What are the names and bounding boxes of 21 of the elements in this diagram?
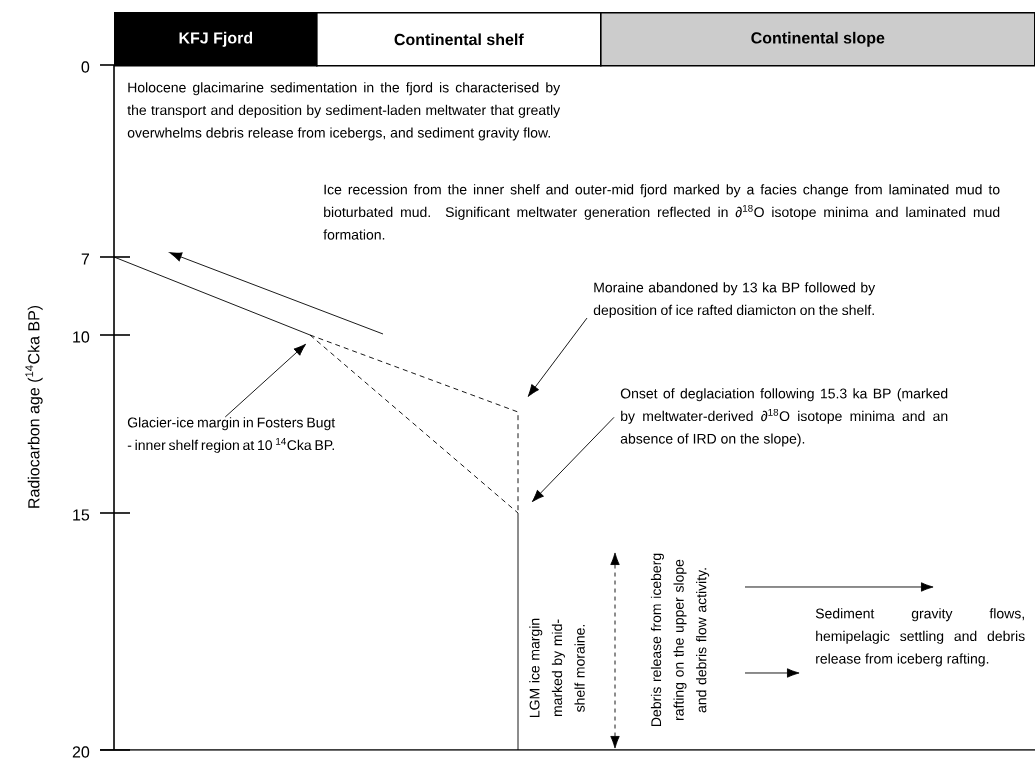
zone-header: KFJ Fjord	[114, 12, 318, 67]
leader-arrow	[224, 343, 306, 418]
tick-label: 7	[81, 253, 89, 265]
leader-arrow	[527, 317, 588, 397]
tick-label: 10	[73, 331, 90, 343]
annotation-text: Sediment gravity flows, hemipelagic settling and debris release from iceberg rafting.	[815, 608, 1025, 667]
annotation-text: Ice recession from the inner shelf and outer-mid fjord marked by a facies change from laminated mud to bioturbated mud. Significant meltwater generation reflected in ∂$^{18}$O isotope minima and laminated mud formation.	[323, 184, 1000, 240]
axis-title: Radiocarbon age ($^{14}$Cka BP)	[25, 305, 43, 508]
annotation-text: LGM ice margin marked by mid-shelf moraine.	[529, 618, 585, 718]
leader-arrow	[744, 668, 800, 678]
zone-header: Continental slope	[600, 12, 1035, 67]
annotation-text: Debris release from iceberg rafting on the upper slope and debris flow activity.	[650, 553, 710, 726]
tick-label: 20	[72, 746, 90, 758]
leader-arrow	[531, 416, 615, 503]
annotation-text: Glacier-ice margin in Fosters Bugt - inner shelf region at 10 $^{14}$Cka BP.	[127, 417, 336, 453]
annotation-text: Onset of deglaciation following 15.3 ka BP (marked by meltwater-derived ∂$^{18}$O isotope minima and an absence of IRD on the slope).	[620, 388, 948, 447]
tick-label: 0	[81, 61, 90, 73]
annotation-text: Holocene glacimarine sedimentation in the fjord is characterised by the transport and deposition by sediment-laden meltwater that greatly overwhelms debris release from icebergs, and sediment gravity flow.	[127, 82, 561, 141]
zone-header: Continental shelf	[316, 12, 602, 67]
tick-label: 15	[73, 509, 90, 521]
annotation-text: Moraine abandoned by 13 ka BP followed by deposition of ice rafted diamicton on the shelf.	[593, 282, 876, 318]
